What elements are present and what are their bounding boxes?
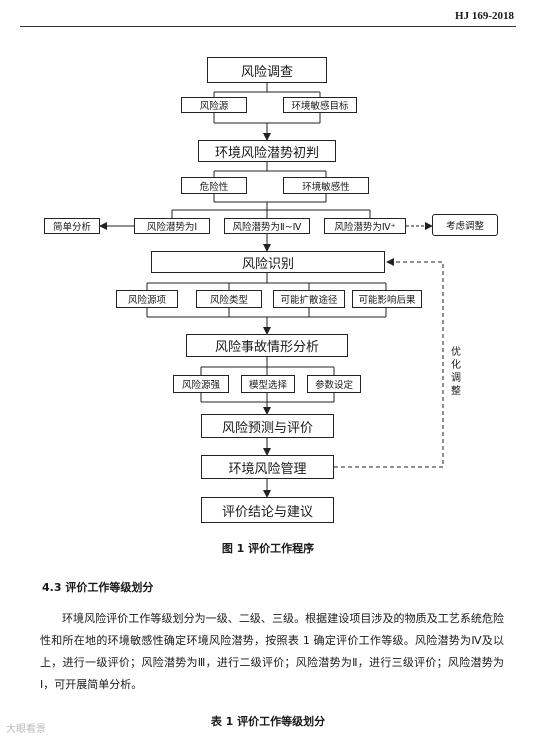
- figure-caption: 图 1 评价工作程序: [221, 542, 315, 555]
- table-caption: 表 1 评价工作等级划分: [210, 715, 326, 728]
- diffusion-paths-box: 可能扩散途径: [273, 290, 345, 308]
- source-intensity-box: 风险源强: [173, 375, 229, 393]
- optimize-adjust-label: 优化调整: [449, 346, 463, 398]
- watermark: 大眼看景: [6, 724, 46, 735]
- env-sensitivity-box: 环境敏感性: [283, 177, 369, 194]
- risk-identification-box: 风险识别: [151, 251, 385, 273]
- potential-I-box: 风险潜势为Ⅰ: [134, 218, 210, 234]
- prediction-evaluation-box: 风险预测与评价: [201, 414, 334, 438]
- simple-analysis-box: 简单分析: [44, 218, 100, 234]
- impact-consequences-box: 可能影响后果: [352, 290, 422, 308]
- hazard-box: 危险性: [181, 177, 247, 194]
- env-sensitive-target-box: 环境敏感目标: [283, 97, 357, 113]
- section-heading: 4.3 评价工作等级划分: [42, 581, 154, 594]
- initial-judgment-box: 环境风险潜势初判: [198, 140, 336, 162]
- env-risk-management-box: 环境风险管理: [201, 455, 334, 479]
- document-code: HJ 169-2018: [455, 10, 514, 22]
- potential-IV-plus-box: 风险潜势为Ⅳ⁺: [324, 218, 406, 234]
- risk-items-box: 风险源项: [116, 290, 178, 308]
- consider-adjust-box: 考虑调整: [432, 214, 498, 236]
- risk-source-box: 风险源: [181, 97, 247, 113]
- risk-types-box: 风险类型: [196, 290, 262, 308]
- section-paragraph: 环境风险评价工作等级划分为一级、二级、三级。根据建设项目涉及的物质及工艺系统危险…: [40, 612, 504, 691]
- conclusion-box: 评价结论与建议: [201, 497, 334, 523]
- potential-II-IV-box: 风险潜势为Ⅱ~Ⅳ: [224, 218, 310, 234]
- risk-survey-box: 风险调查: [207, 57, 327, 83]
- accident-scenario-box: 风险事故情形分析: [186, 334, 348, 357]
- flowchart-connectors: [99, 83, 444, 498]
- model-selection-box: 模型选择: [241, 375, 295, 393]
- header-rule: [20, 26, 516, 27]
- parameter-setting-box: 参数设定: [307, 375, 361, 393]
